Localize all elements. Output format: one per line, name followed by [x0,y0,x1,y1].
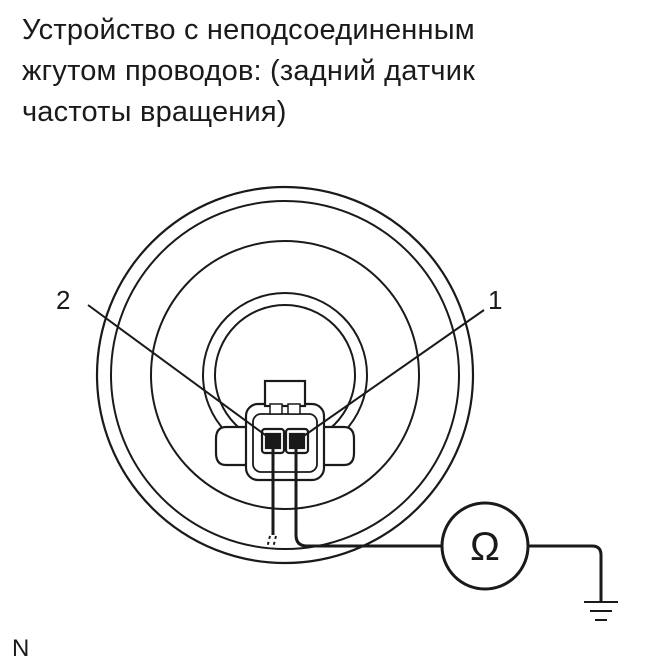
illustration-code: N [12,635,29,662]
test-leads [266,442,603,601]
probe-lead-terminal-1 [294,534,442,548]
ground-lead [528,544,603,601]
connector-latch [263,379,307,408]
callout-label-1: 1 [488,285,502,315]
caption-line-2: жгутом проводов: (задний датчик [22,55,476,87]
sensor-connector [214,379,356,482]
ohmmeter-body [440,501,530,591]
callout-leaders [87,304,485,441]
lead-break-marks [266,535,277,549]
callout-leader-1 [297,309,485,441]
caption-line-1: Устройство с неподсоединенным [22,14,475,46]
callout-label-2: 2 [56,285,70,315]
callout-leader-2 [87,304,273,441]
middle-ring [150,240,420,510]
diagram-caption: Устройство с неподсоединенным жгутом про… [22,10,582,133]
ohm-symbol: Ω [470,525,500,569]
outer-ring [95,185,475,565]
latch-tab-left [269,403,283,415]
ohmmeter: Ω [440,501,530,591]
sensor-ring [95,185,475,565]
ground-icon [584,601,618,621]
connector-flange [214,425,356,467]
caption-line-3: частоты вращения) [22,96,287,128]
latch-tab-right [287,403,301,415]
outer-ring-inner-edge [110,200,460,550]
